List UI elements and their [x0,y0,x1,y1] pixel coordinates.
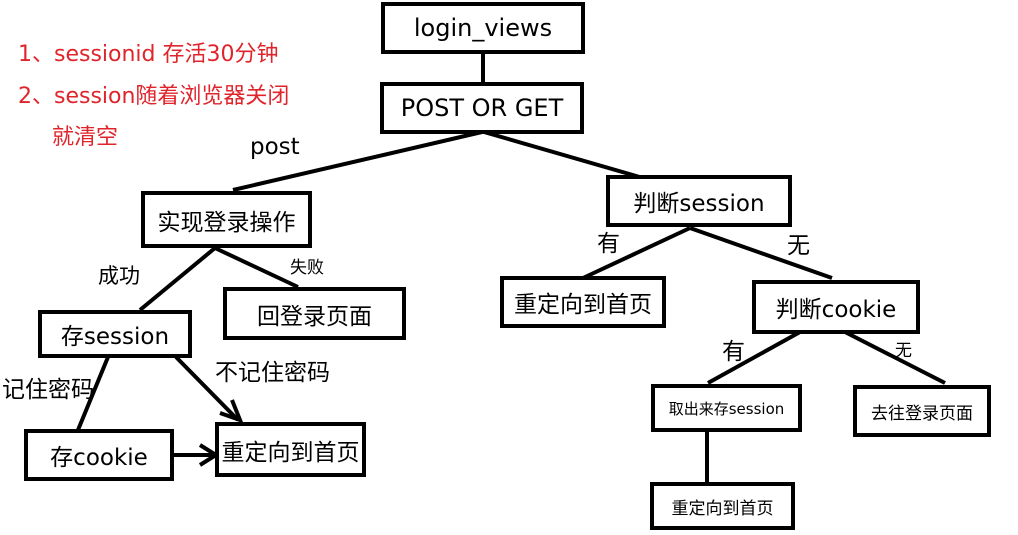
edge-method-to-check-session [483,130,651,182]
node-back-to-login: 回登录页面 [223,287,406,340]
edge-check-session-to-redirect [582,226,691,280]
edge-label-session-no: 无 [787,233,810,259]
node-go-login-page-label: 去往登录页面 [871,403,973,424]
node-check-cookie: 判断cookie [752,280,920,334]
edge-check-session-to-check-cookie [689,226,833,280]
edge-check-cookie-to-fetch-session [707,330,801,385]
node-login-action: 实现登录操作 [141,191,312,248]
node-store-session-label: 存session [60,324,170,350]
node-fetch-store-session-label: 取出来存session [668,399,785,418]
edge-label-remember-password: 记住密码 [2,377,94,403]
node-check-session: 判断session [606,175,792,227]
edge-label-not-remember-password: 不记住密码 [215,360,330,386]
node-redirect-home-3: 重定向到首页 [650,482,795,530]
node-redirect-home-1-label: 重定向到首页 [514,292,652,318]
node-check-cookie-label: 判断cookie [775,297,897,323]
edge-label-fail: 失败 [290,258,324,278]
note-line-2: 2、session随着浏览器关闭 [18,84,290,109]
node-post-or-get: POST OR GET [380,82,584,134]
node-store-cookie: 存cookie [24,429,174,481]
node-fetch-store-session: 取出来存session [651,384,802,432]
edge-label-cookie-no: 无 [895,341,912,361]
edge-store-session-to-redirect [174,355,240,422]
node-store-cookie-label: 存cookie [50,445,148,471]
node-post-or-get-label: POST OR GET [400,94,564,122]
note-line-1: 1、sessionid 存活30分钟 [18,42,279,67]
node-redirect-home-2-label: 重定向到首页 [221,439,360,466]
node-check-session-label: 判断session [633,191,765,217]
node-redirect-home-3-label: 重定向到首页 [671,498,774,519]
edge-store-session-to-store-cookie [76,356,110,431]
node-login-action-label: 实现登录操作 [157,209,296,236]
node-store-session: 存session [38,310,192,358]
edge-label-cookie-yes: 有 [722,339,745,365]
edge-label-session-yes: 有 [597,231,620,257]
edge-login-action-to-store-session [138,246,217,312]
edge-method-to-login-action [232,130,483,192]
node-back-to-login-label: 回登录页面 [257,303,372,330]
node-go-login-page: 去往登录页面 [853,385,991,437]
node-login-views-label: login_views [413,14,553,42]
node-login-views: login_views [381,2,585,54]
edge-store-session-arrowhead [219,399,244,424]
note-line-3: 就清空 [52,125,119,150]
node-redirect-home-2: 重定向到首页 [215,422,366,477]
node-redirect-home-1: 重定向到首页 [500,276,666,328]
edge-label-post: post [250,134,300,160]
edge-login-action-to-back-to-login [214,246,299,289]
edge-check-cookie-to-go-login [844,330,946,385]
edge-label-success: 成功 [98,264,140,288]
